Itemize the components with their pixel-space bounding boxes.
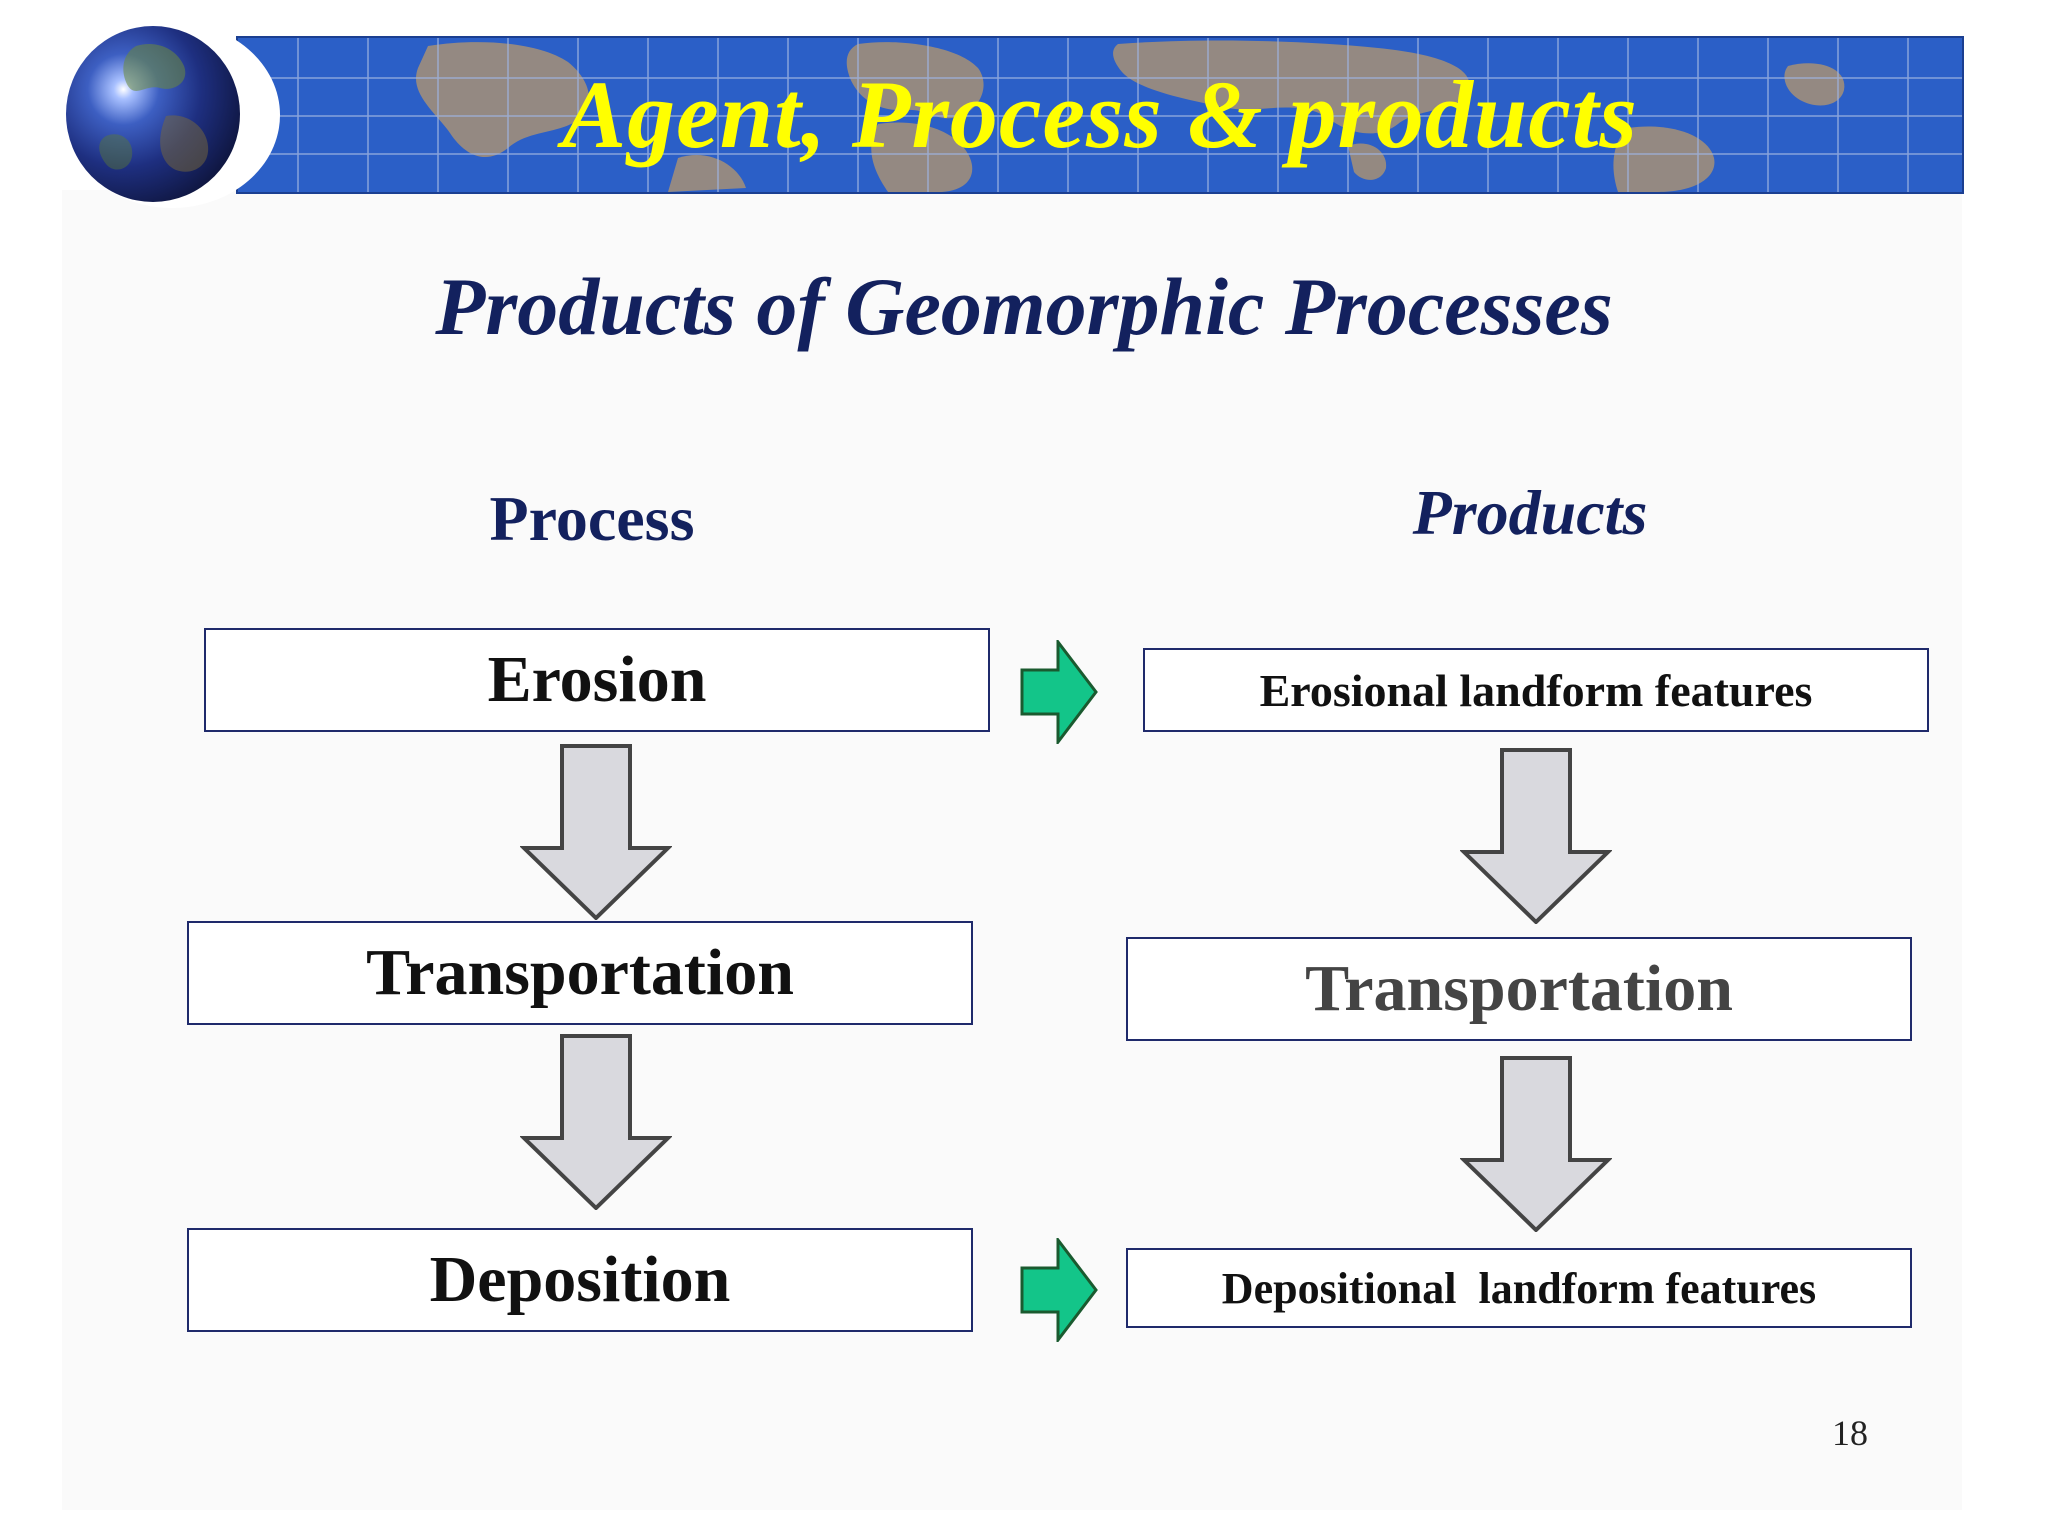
process-box-deposition: Deposition xyxy=(187,1228,973,1332)
product-box-depositional-landforms: Depositional landform features xyxy=(1126,1248,1912,1328)
globe-icon xyxy=(66,26,240,202)
down-arrow-icon xyxy=(1460,748,1612,924)
right-arrow-icon xyxy=(1020,640,1098,744)
slide-title: Products of Geomorphic Processes xyxy=(435,261,1613,352)
down-arrow-icon xyxy=(520,744,672,920)
down-arrow-icon xyxy=(520,1034,672,1210)
product-box-transportation: Transportation xyxy=(1126,937,1912,1041)
process-box-transportation: Transportation xyxy=(187,921,973,1025)
world-map-background xyxy=(238,38,1962,192)
process-column-heading: Process xyxy=(489,483,695,554)
title-banner: Agent, Process & products xyxy=(236,36,1964,194)
page-number: 18 xyxy=(1832,1413,1868,1453)
product-box-erosional-landforms: Erosional landform features xyxy=(1143,648,1929,732)
products-column-heading: Products xyxy=(1412,477,1648,548)
banner-title: Agent, Process & products xyxy=(562,61,1638,168)
right-arrow-icon xyxy=(1020,1238,1098,1342)
process-box-erosion: Erosion xyxy=(204,628,990,732)
down-arrow-icon xyxy=(1460,1056,1612,1232)
